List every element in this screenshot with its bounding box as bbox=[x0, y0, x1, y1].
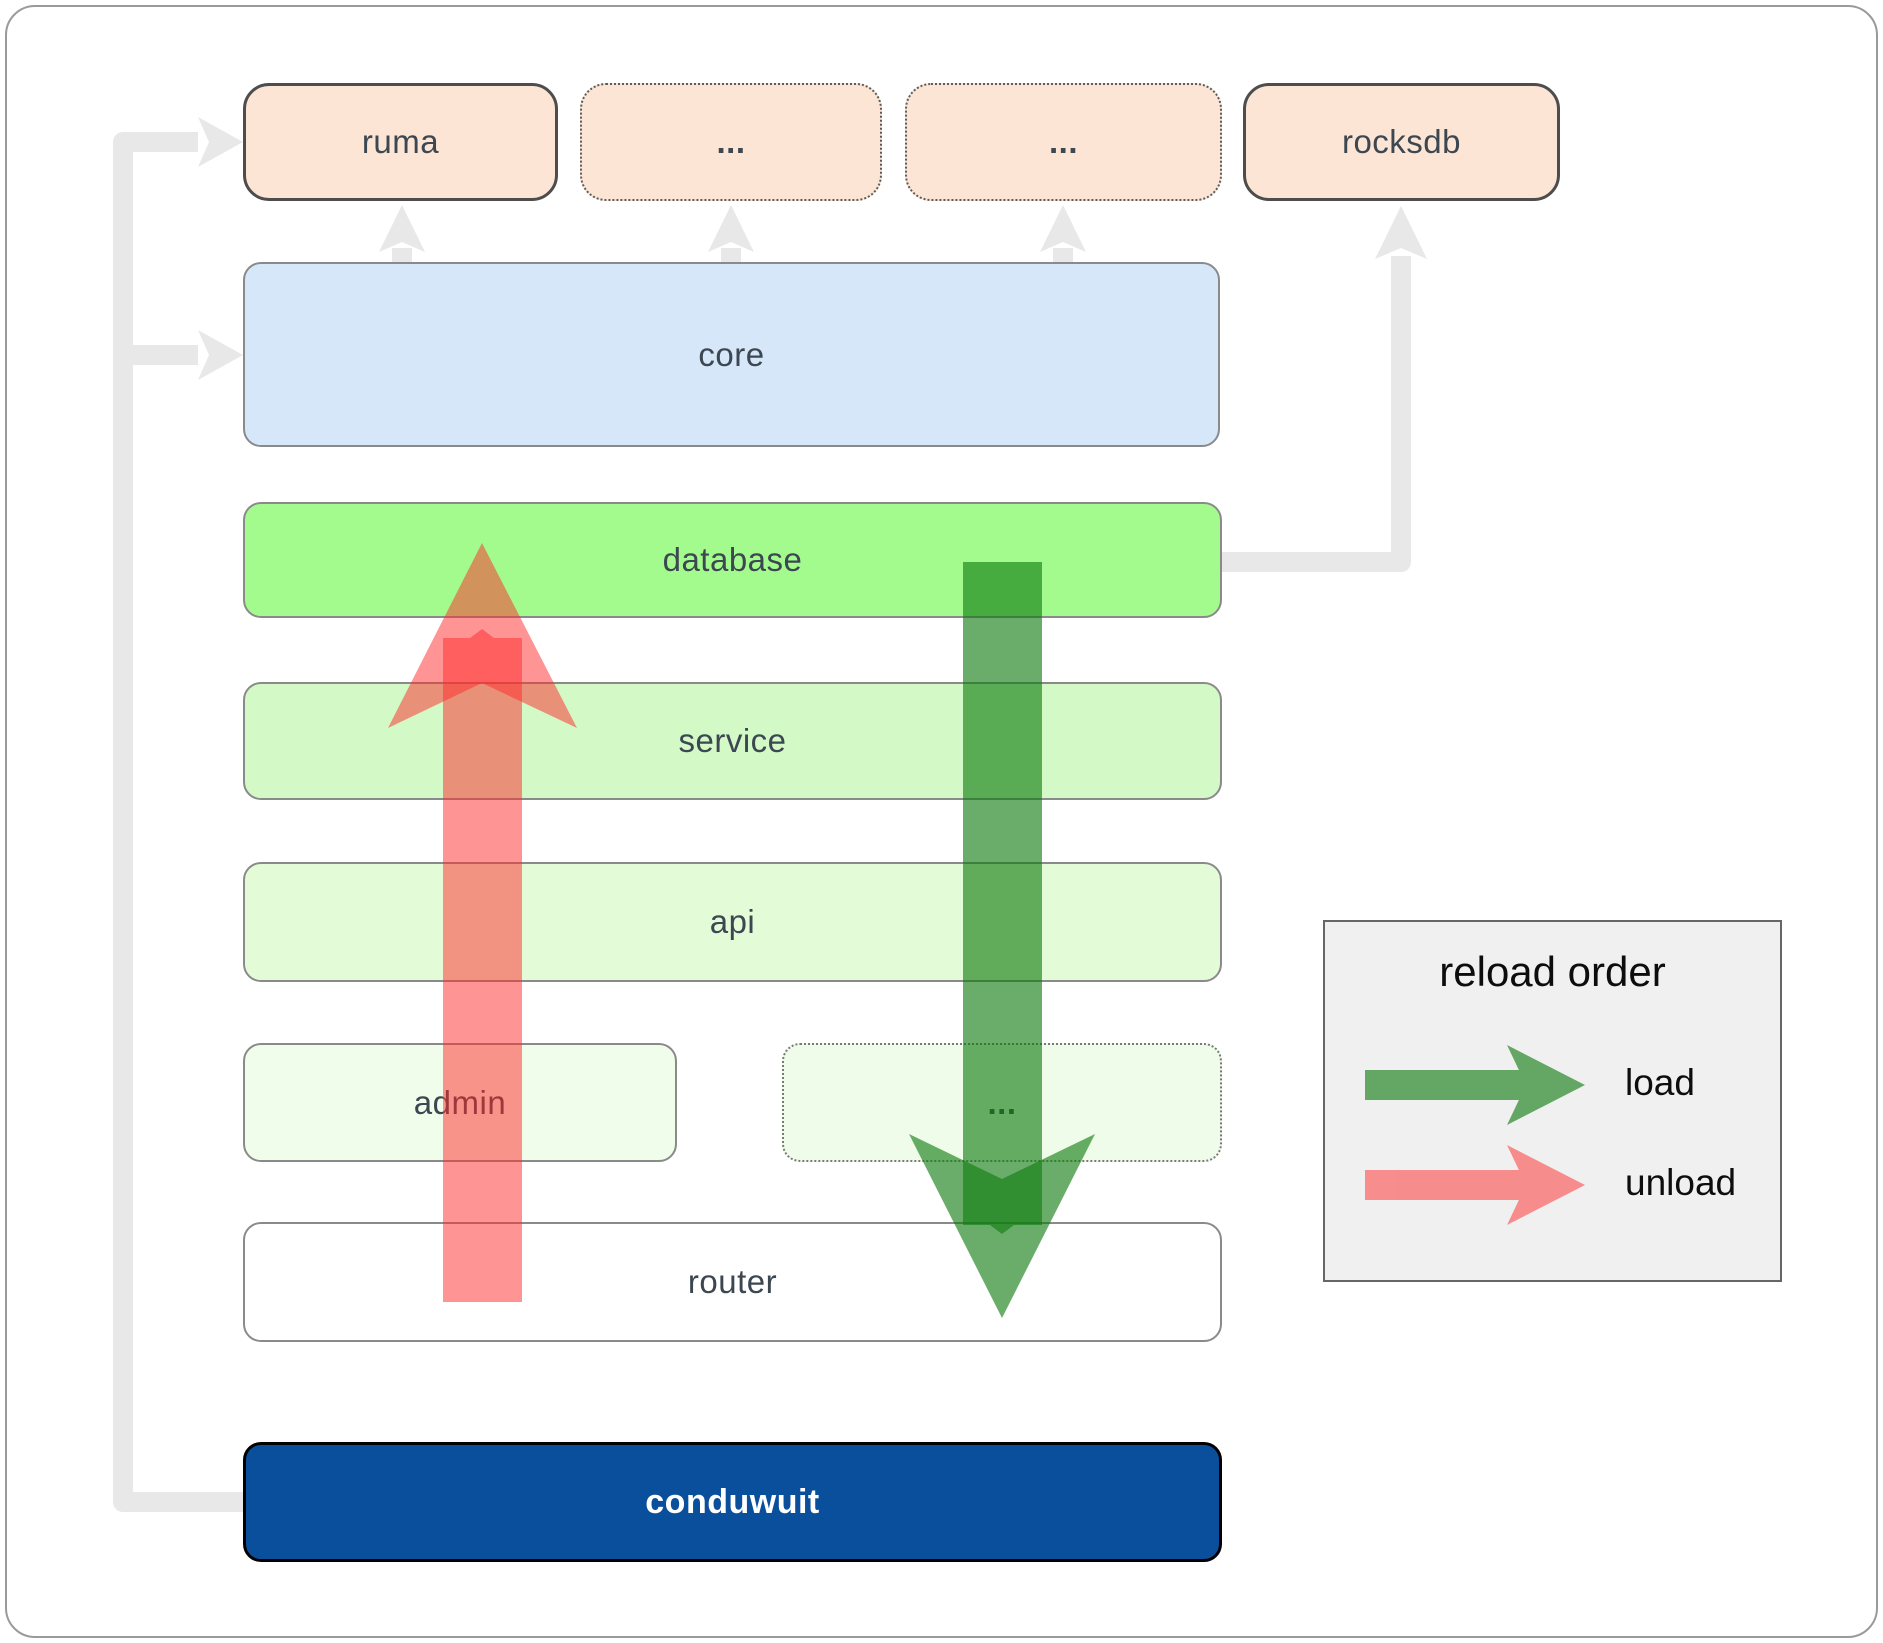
legend-load-arrow-head-icon bbox=[1507, 1045, 1585, 1125]
box-ruma: ruma bbox=[243, 83, 558, 201]
box-conduwuit-label: conduwuit bbox=[645, 1482, 820, 1521]
box-database-label: database bbox=[662, 541, 803, 578]
box-core: core bbox=[243, 262, 1220, 447]
load-arrow-head-icon bbox=[909, 1134, 1095, 1318]
rocksdb-arrowhead-icon bbox=[1375, 206, 1427, 259]
box-router: router bbox=[243, 1222, 1222, 1342]
legend-load-label: load bbox=[1625, 1062, 1695, 1103]
box-database: database bbox=[243, 502, 1222, 618]
legend-title: reload order bbox=[1439, 948, 1666, 995]
box-router-label: router bbox=[687, 1263, 778, 1300]
box-api: api bbox=[243, 862, 1222, 982]
box-conduwuit: conduwuit bbox=[243, 1442, 1222, 1562]
box-ellipsis-1: ... bbox=[580, 83, 882, 201]
legend-unload-arrow-shaft bbox=[1365, 1170, 1549, 1200]
legend: reload order load unload bbox=[1323, 920, 1782, 1282]
box-ellipsis-2-label: ... bbox=[1048, 123, 1078, 160]
legend-arrows bbox=[1365, 1045, 1585, 1225]
box-service-label: service bbox=[678, 722, 787, 759]
box-ellipsis-1-label: ... bbox=[716, 123, 746, 160]
box-rocksdb: rocksdb bbox=[1243, 83, 1560, 201]
unload-arrow-head-icon bbox=[388, 543, 577, 728]
box-api-label: api bbox=[709, 903, 756, 940]
load-arrow-shaft bbox=[963, 562, 1042, 1234]
database-to-rocksdb-connector bbox=[1222, 256, 1411, 572]
box-core-label: core bbox=[698, 335, 765, 373]
ellipsis1-up-arrowhead-icon bbox=[708, 205, 754, 252]
ruma-arrowhead-icon bbox=[198, 117, 243, 167]
box-ellipsis-2: ... bbox=[905, 83, 1222, 201]
unload-arrow-shaft bbox=[443, 629, 522, 1302]
legend-load-arrow-shaft bbox=[1365, 1070, 1549, 1100]
legend-unload-label: unload bbox=[1625, 1162, 1737, 1203]
box-rocksdb-label: rocksdb bbox=[1341, 123, 1462, 160]
conduwuit-to-ruma-connector bbox=[113, 132, 243, 1512]
ellipsis2-up-arrowhead-icon bbox=[1040, 205, 1086, 252]
legend-unload-arrow-head-icon bbox=[1507, 1145, 1585, 1225]
core-arrowhead-icon bbox=[198, 330, 243, 380]
ruma-up-arrowhead-icon bbox=[379, 205, 425, 252]
box-ruma-label: ruma bbox=[361, 123, 440, 160]
